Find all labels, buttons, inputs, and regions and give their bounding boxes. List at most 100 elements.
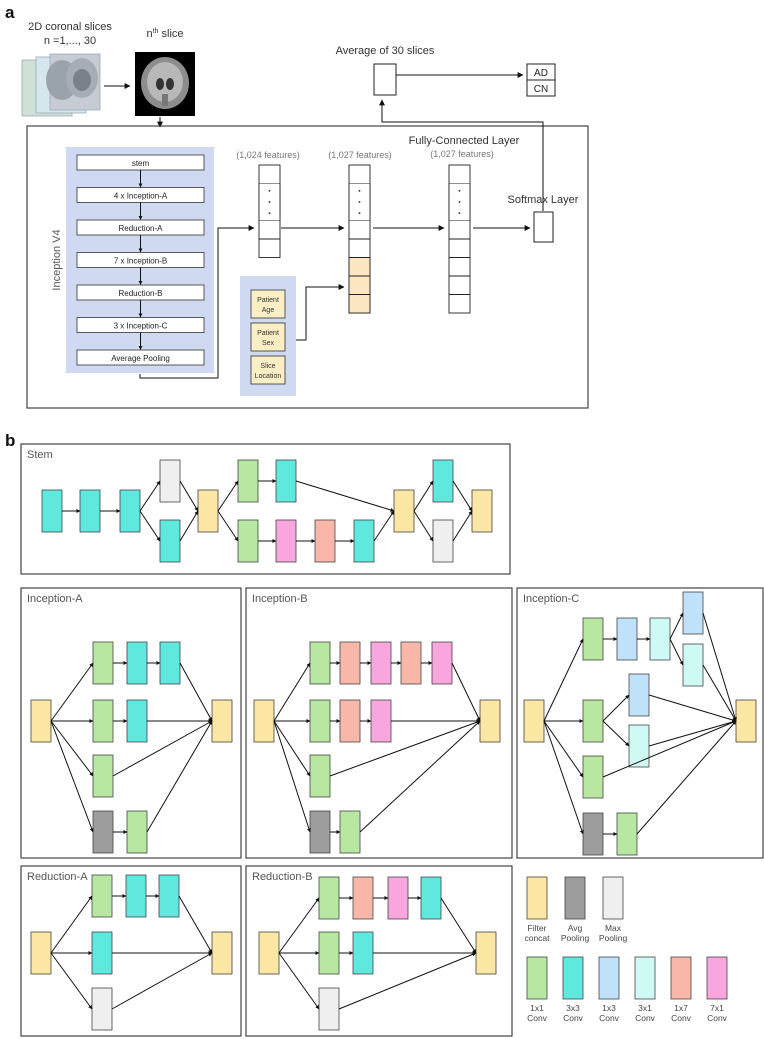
inception-title: Inception V4 — [51, 229, 63, 290]
layer-block — [479, 699, 501, 743]
layer-block — [432, 519, 454, 563]
layer-block — [387, 876, 409, 920]
legend-line2: Pooling — [599, 933, 628, 943]
layer-block — [237, 459, 259, 503]
features-3-label: (1,027 features) — [430, 149, 494, 159]
layer-block — [339, 699, 361, 743]
inception-block-label: Reduction-A — [118, 224, 163, 233]
extra-input-line2: Age — [262, 307, 275, 314]
layer-block — [471, 489, 493, 533]
fc-title: Fully-Connected Layer — [409, 135, 520, 147]
inception-block — [76, 349, 205, 366]
layer-block — [318, 987, 340, 1031]
legend-swatch — [526, 876, 548, 920]
legend-swatch — [526, 956, 548, 1000]
layer-block — [237, 519, 259, 563]
panel-b-label: b — [5, 431, 15, 450]
layer-block — [91, 874, 113, 918]
layer-block — [159, 641, 181, 685]
average-box — [373, 63, 397, 96]
extra-input-line2: Location — [255, 373, 282, 380]
legend-line1: 1x7 — [674, 1003, 688, 1013]
layer-block — [309, 641, 331, 685]
feature-vectors — [258, 164, 471, 314]
layer-block — [158, 874, 180, 918]
legend-line1: Max — [605, 923, 622, 933]
extra-input-box — [250, 322, 286, 352]
inception-b-frame — [245, 587, 513, 859]
legend-line2: Pooling — [561, 933, 590, 943]
nth-slice-title: nth slice — [146, 28, 183, 40]
layer-block — [431, 641, 453, 685]
layer-block — [682, 591, 704, 635]
layer-block — [314, 519, 336, 563]
reduction-b-frame — [245, 865, 513, 1037]
layer-block — [92, 810, 114, 854]
extra-input-line1: Slice — [260, 363, 275, 370]
inception-block-label: 3 x Inception-C — [114, 322, 168, 331]
inception-c-frame — [516, 587, 764, 859]
input-title-line2: n =1,..., 30 — [44, 35, 96, 47]
legend-line2: Conv — [671, 1013, 692, 1023]
legend-line2: Conv — [527, 1013, 548, 1023]
legend-line1: 3x3 — [566, 1003, 580, 1013]
inception-block-label: Reduction-B — [118, 289, 162, 298]
legend-swatch — [634, 956, 656, 1000]
module-title-inception-a: Inception-A — [27, 593, 83, 605]
layer-block — [92, 699, 114, 743]
legend-swatch — [564, 876, 586, 920]
legend-line2: Conv — [707, 1013, 728, 1023]
layer-block — [616, 812, 638, 856]
layer-block — [126, 810, 148, 854]
layer-block — [253, 699, 275, 743]
layer-block — [352, 876, 374, 920]
layer-block — [735, 699, 757, 743]
extra-input-line2: Sex — [262, 340, 275, 347]
layer-block — [352, 931, 374, 975]
layer-block — [275, 459, 297, 503]
layer-block — [41, 489, 63, 533]
layer-block — [339, 810, 361, 854]
module-diagrams — [30, 459, 757, 1031]
layer-block — [582, 617, 604, 661]
layer-block — [582, 812, 604, 856]
stem-frame — [20, 443, 511, 575]
legend-line1: Avg — [568, 923, 583, 933]
features-2-label: (1,027 features) — [328, 150, 392, 160]
layer-block — [92, 641, 114, 685]
softmax-title: Softmax Layer — [508, 194, 579, 206]
layer-block — [211, 699, 233, 743]
coronal-slices-stack — [21, 53, 101, 117]
inception-block-label: Average Pooling — [111, 354, 170, 363]
layer-block — [616, 617, 638, 661]
layer-block — [339, 641, 361, 685]
legend-swatch — [562, 956, 584, 1000]
extra-input-line1: Patient — [257, 330, 279, 337]
input-title-line1: 2D coronal slices — [28, 21, 112, 33]
layer-block — [393, 489, 415, 533]
legend-swatch — [670, 956, 692, 1000]
layer-block — [309, 754, 331, 798]
layer-block — [370, 641, 392, 685]
layer-block — [258, 931, 280, 975]
layer-block — [125, 874, 147, 918]
legend-line2: Conv — [635, 1013, 656, 1023]
layer-block — [119, 489, 141, 533]
module-title-inception-b: Inception-B — [252, 593, 308, 605]
legend-line1: 3x1 — [638, 1003, 652, 1013]
layer-block — [400, 641, 422, 685]
legend-line1: 1x3 — [602, 1003, 616, 1013]
layer-block — [309, 810, 331, 854]
layer-block — [432, 459, 454, 503]
panel-a-label: a — [5, 3, 15, 22]
layer-block — [159, 459, 181, 503]
legend-line2: Conv — [599, 1013, 620, 1023]
layer-block — [353, 519, 375, 563]
layer-block — [628, 724, 650, 768]
layer-block — [420, 876, 442, 920]
layer-block — [523, 699, 545, 743]
legend-swatch — [598, 956, 620, 1000]
softmax-box — [533, 211, 554, 243]
